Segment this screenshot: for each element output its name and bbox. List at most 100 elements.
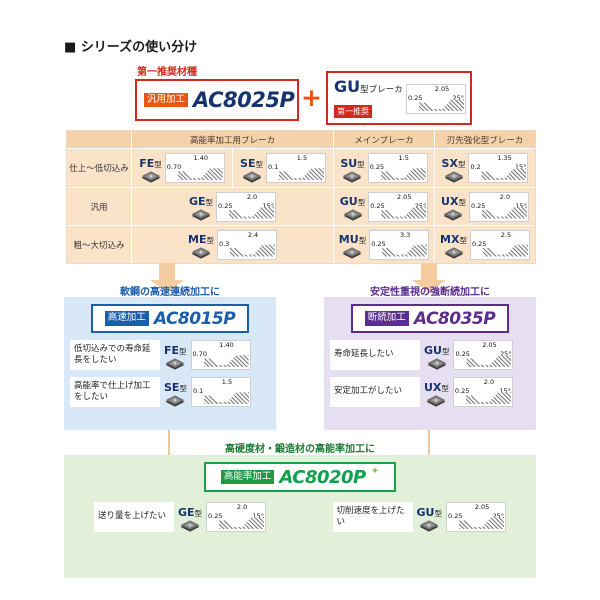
insert-icon [427, 357, 447, 370]
breaker-name: MX [440, 233, 460, 246]
dim-depth: 0.25 [471, 239, 487, 248]
insert-icon [419, 519, 439, 532]
insert-icon [343, 209, 362, 221]
sparkle-icon: ✦ [370, 466, 380, 477]
dim-angle: 15° [252, 512, 265, 520]
ac8015p-panel-header: 軟鋼の高速連続加工に [120, 287, 220, 298]
breaker-suffix: 型 [154, 159, 162, 169]
breaker-label: GU型 [340, 192, 365, 221]
use-case-text: 送り量を上げたい [94, 502, 174, 532]
breaker-suffix: 型 [457, 159, 466, 169]
dim-depth: 0.70 [192, 350, 208, 358]
first-recommend-badge: 第一推奨 [334, 105, 372, 118]
breaker-suffix: 型 [179, 346, 187, 356]
breaker-cell-su: SU型 1.5 0.25 [334, 149, 434, 187]
breaker-name: GU [339, 195, 358, 208]
breaker-suffix: 型 [441, 346, 450, 356]
breaker-suffix: 型 [206, 236, 214, 245]
breaker-label: SE型 [240, 154, 263, 183]
hatched-profile [481, 168, 527, 180]
breaker-label: SE型 [164, 378, 187, 407]
breaker-name: ME [188, 233, 207, 246]
breaker-name: SE [240, 156, 256, 170]
breaker-suffix: 型 [205, 198, 214, 207]
breaker-name: GU [334, 77, 361, 96]
breaker-suffix: 型 [441, 383, 449, 393]
dim-depth: 0.25 [370, 201, 385, 210]
dim-angle: 15° [262, 201, 275, 210]
dim-angle: 15° [515, 201, 527, 210]
dim-width: 1.35 [497, 154, 512, 162]
dim-width: 2.05 [434, 85, 450, 93]
ac8035p-panel-header: 安定性重視の強断続加工に [370, 287, 490, 298]
dim-depth: 0.25 [448, 512, 463, 520]
hatched-profile [381, 206, 427, 219]
breaker-label: ME型 [188, 230, 214, 259]
breaker-suffix: 型 [458, 198, 466, 207]
breaker-label: MU型 [339, 230, 366, 259]
ac8020p-panel-header: 高硬度材・鍛造材の高能率加工に [225, 444, 375, 455]
breaker-cell-fe: FE型 1.40 0.70 [132, 149, 232, 187]
hatched-profile [482, 244, 528, 257]
hatched-profile [419, 99, 464, 111]
grade-name: AC8020P [279, 466, 366, 488]
breaker-profile-diagram: 1.5 0.1 [265, 153, 326, 183]
breaker-suffix: 型 [179, 383, 187, 393]
dim-width: 1.5 [221, 378, 233, 386]
insert-icon [444, 170, 463, 183]
col-header-main: メインブレーカ [334, 131, 434, 148]
breaker-name: SX [441, 156, 458, 170]
first-recommend-label: 第一推奨材種 [137, 67, 197, 78]
hatched-profile [229, 244, 275, 257]
recommended-breaker-box: GU型ブレーカ 第一推奨 2.05 0.25 25° [326, 71, 472, 125]
breaker-profile-diagram: 1.35 0.2 15° [468, 153, 529, 183]
dim-width: 2.0 [483, 378, 495, 386]
use-case-text: 高能率で仕上げ加工をしたい [70, 377, 160, 407]
breaker-profile-diagram: 2.5 0.25 [469, 229, 530, 260]
breaker-label: SX型 [441, 154, 466, 183]
dim-width: 2.0 [236, 503, 248, 511]
breaker-profile-diagram: 2.0 0.25 15° [206, 502, 267, 532]
dim-depth: 0.70 [166, 163, 182, 171]
insert-icon [242, 170, 261, 183]
hatched-profile [459, 517, 504, 529]
use-case-row: 安定加工がしたい UX型 2.0 0.25 15° [330, 377, 530, 407]
breaker-name: UX [441, 195, 459, 208]
breaker-cell-ge: GE型 2.0 0.25 15° [132, 188, 333, 225]
breaker-label: MX型 [440, 230, 467, 259]
dim-width: 1.40 [219, 341, 234, 349]
dim-depth: 0.1 [267, 163, 279, 171]
dim-width: 2.05 [396, 192, 412, 201]
use-case-row: 高能率で仕上げ加工をしたい SE型 1.5 0.1 [70, 377, 270, 407]
breaker-name: FE [164, 343, 180, 357]
insert-icon [180, 519, 200, 532]
dim-depth: 0.1 [192, 387, 204, 395]
breaker-name: SE [164, 380, 180, 394]
use-case-item: 切削速度を上げたい GU型 2.05 0.25 25° [332, 502, 506, 532]
hatched-profile [203, 392, 249, 404]
breaker-profile-diagram: 1.5 0.25 [367, 153, 428, 183]
ac8015p-panel: 高速加工 AC8015P 低切込みでの寿命延長をしたい FE型 1.40 0.7… [64, 297, 276, 430]
breaker-label: FE型 [164, 341, 187, 370]
dim-angle: 15° [499, 387, 511, 395]
dim-depth: 0.25 [208, 512, 223, 520]
dim-width: 1.40 [193, 154, 208, 162]
breaker-label: UX型 [424, 378, 449, 407]
breaker-label: GU型 [424, 341, 449, 370]
grade-name: AC8025P [193, 88, 295, 112]
insert-icon [141, 170, 160, 183]
insert-icon [191, 247, 211, 259]
dim-depth: 0.25 [218, 201, 233, 210]
breaker-label: SU型 [340, 154, 365, 183]
dim-angle: 15° [514, 163, 527, 171]
hatched-profile [380, 168, 426, 180]
dim-width: 3.3 [400, 230, 411, 239]
breaker-name: GE [188, 195, 206, 208]
insert-icon [343, 247, 362, 259]
grade-name: AC8015P [153, 308, 236, 329]
use-case-item: 送り量を上げたい GE型 2.0 0.25 15° [94, 502, 267, 532]
dim-depth: 0.25 [371, 239, 386, 248]
breaker-suffix: 型 [357, 198, 366, 207]
row-header-general: 汎用 [67, 188, 131, 225]
plus-sign: + [301, 83, 322, 112]
